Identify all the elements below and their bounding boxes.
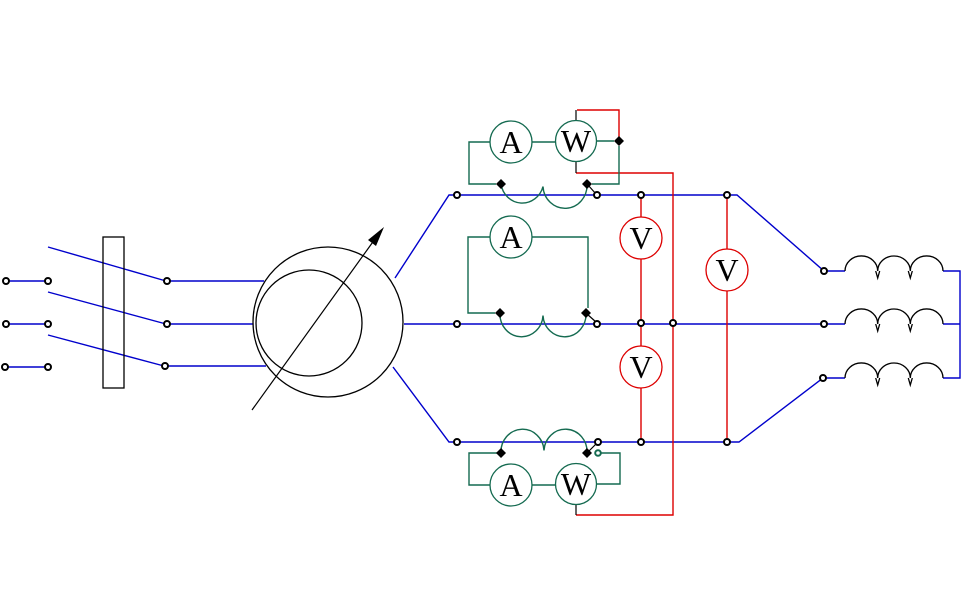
terminal (2, 277, 10, 285)
junction (593, 320, 601, 328)
junction (669, 319, 677, 327)
voltage-wires (576, 109, 728, 516)
junction-diamond (581, 308, 591, 318)
terminal (163, 277, 171, 285)
ammeter-middle-label: A (499, 219, 522, 255)
inductor-top-loops (875, 270, 913, 281)
junction (820, 267, 828, 275)
variac-adjust-arrow-head (368, 227, 384, 246)
junction (453, 320, 461, 328)
junction-diamond (496, 448, 506, 458)
junction-diamond (496, 179, 506, 189)
wattmeter-bottom-return-wire (596, 452, 621, 485)
junction (453, 438, 461, 446)
junction-diamond (614, 136, 624, 146)
voltmeter-upper-label: V (629, 220, 652, 256)
phase-wires (392, 194, 961, 443)
junction (453, 191, 461, 199)
ammeter-bottom-circle (489, 463, 533, 507)
wattmeter-bottom-label: W (561, 466, 592, 502)
wattmeter-bottom-circle (554, 462, 598, 506)
voltmeter-upper-circle (619, 216, 663, 260)
inductor-bottom-loops (875, 377, 913, 388)
variac-adjust-arrow-shaft (251, 238, 376, 411)
voltmeters: V V V (619, 216, 749, 389)
inductor-bottom (844, 362, 944, 379)
junction-diamond (582, 179, 592, 189)
terminal (44, 320, 52, 328)
phase-wire-top (394, 194, 845, 279)
current-loop-top (500, 183, 588, 209)
terminal (161, 362, 169, 370)
terminal (2, 320, 10, 328)
wattmeter-top-label: W (561, 123, 592, 159)
inductor-middle-loops (875, 323, 913, 334)
ammeter-middle-left-wire (467, 236, 495, 314)
switch-blade-top (47, 246, 167, 282)
ammeter-middle-right-wire (532, 236, 589, 308)
phase-junctions (453, 191, 828, 446)
junction (723, 438, 731, 446)
ammeter-top-circle (489, 120, 533, 164)
current-loop-middle (499, 312, 587, 338)
switch-blade-bottom (47, 334, 165, 367)
voltmeter-lower-circle (619, 345, 663, 389)
junction (593, 191, 601, 199)
current-loop-bottom (500, 428, 588, 454)
switch-blade-middle (47, 291, 167, 325)
green-wire-terminal (594, 449, 602, 457)
variac-outer-circle (252, 246, 404, 398)
terminal (44, 277, 52, 285)
variac-autotransformer (251, 227, 404, 411)
ammeter-middle-circle (489, 215, 533, 259)
variac-inner-circle (255, 269, 363, 377)
inductor-middle (844, 308, 944, 325)
terminal (163, 320, 171, 328)
switch-insulator-bar (102, 236, 125, 389)
three-pole-switch (1, 236, 266, 389)
junction (637, 191, 645, 199)
ammeter-top-label: A (499, 124, 522, 160)
voltmeter-right-circle (705, 248, 749, 292)
wattmeter-top-circle (554, 119, 598, 163)
voltmeter-lower-label: V (629, 349, 652, 385)
wattmeter-link-wire (576, 172, 674, 516)
junction (594, 438, 602, 446)
wattmeter-top-voltage-loop (577, 109, 620, 137)
top-measurement-branch: A W (468, 110, 624, 209)
junction-diamond (495, 308, 505, 318)
junction-diamond (582, 448, 592, 458)
middle-measurement-branch: A (467, 215, 597, 338)
ammeter-bottom-label: A (499, 467, 522, 503)
voltmeter-right-label: V (715, 252, 738, 288)
phase-wire-bottom (392, 366, 845, 443)
ammeter-bottom-left-wire (468, 452, 497, 486)
wattmeter-top-return-wire (592, 146, 620, 185)
bottom-measurement-branch: A W (468, 428, 621, 515)
terminal (44, 363, 52, 371)
junction (637, 319, 645, 327)
junction (637, 438, 645, 446)
load-coils (844, 255, 944, 388)
junction (819, 374, 827, 382)
inductor-top (844, 255, 944, 272)
junction (820, 320, 828, 328)
ammeter-top-left-wire (468, 141, 496, 185)
terminal (1, 363, 9, 371)
junction (723, 191, 731, 199)
